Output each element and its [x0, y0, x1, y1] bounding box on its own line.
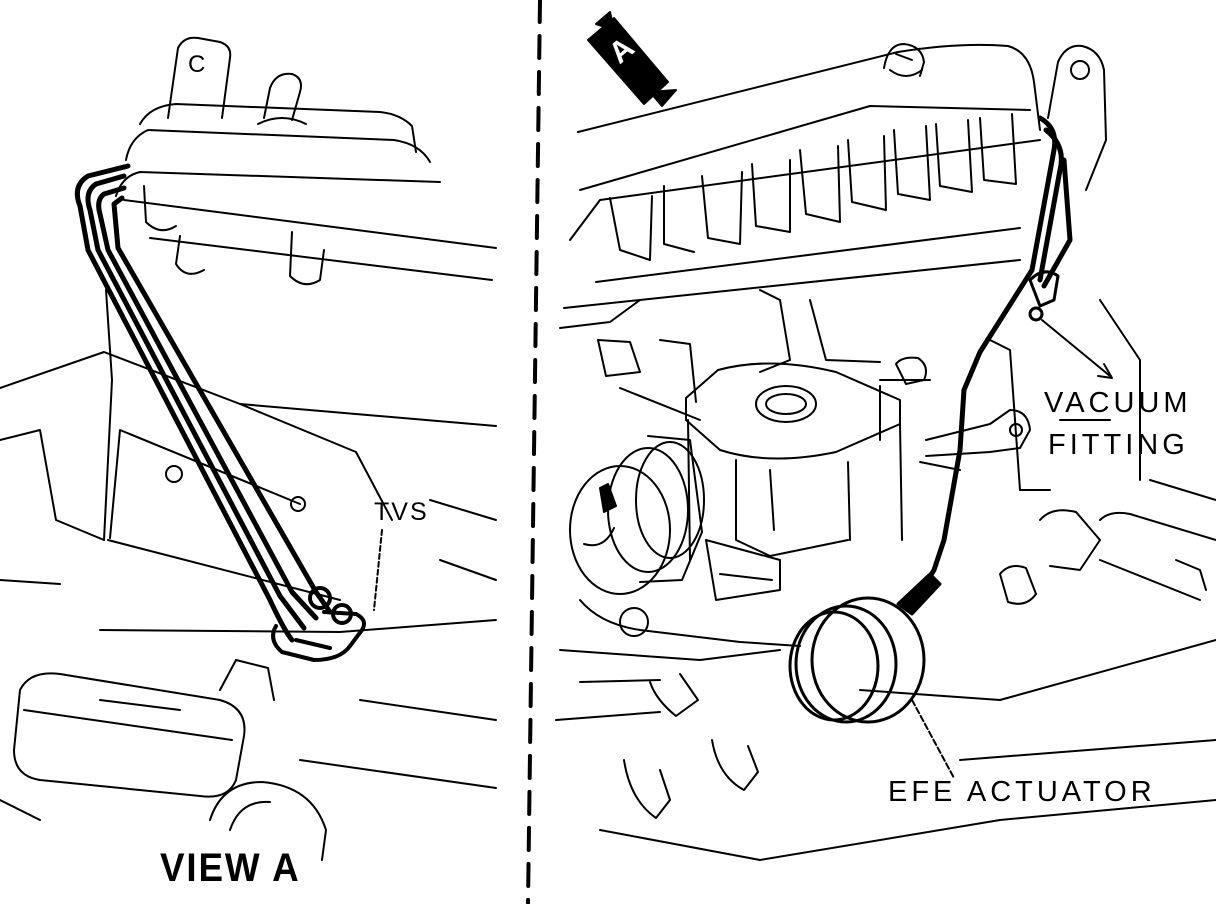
- view-a-engine: C: [0, 36, 497, 861]
- vacuum-hoses-left: [74, 163, 333, 643]
- vacuum-fitting: [1028, 270, 1113, 379]
- vacuum-line-right: [915, 115, 1073, 599]
- efe-actuator-label: EFE ACTUATOR: [888, 776, 1156, 808]
- view-direction-arrow-icon: [587, 11, 677, 107]
- engine-right: [555, 43, 1216, 861]
- view-divider: [526, 0, 542, 904]
- bracket-letter: C: [188, 51, 205, 78]
- efe-actuator: [788, 572, 955, 779]
- vacuum-fitting-label-line2: FITTING: [1048, 429, 1189, 461]
- tvs-switch: [271, 529, 383, 662]
- line-bracket: [919, 409, 1031, 471]
- view-a-caption: VIEW A: [160, 846, 301, 890]
- vacuum-fitting-label-line1: VACUUM: [1044, 387, 1192, 419]
- tvs-label: TVS: [374, 498, 429, 526]
